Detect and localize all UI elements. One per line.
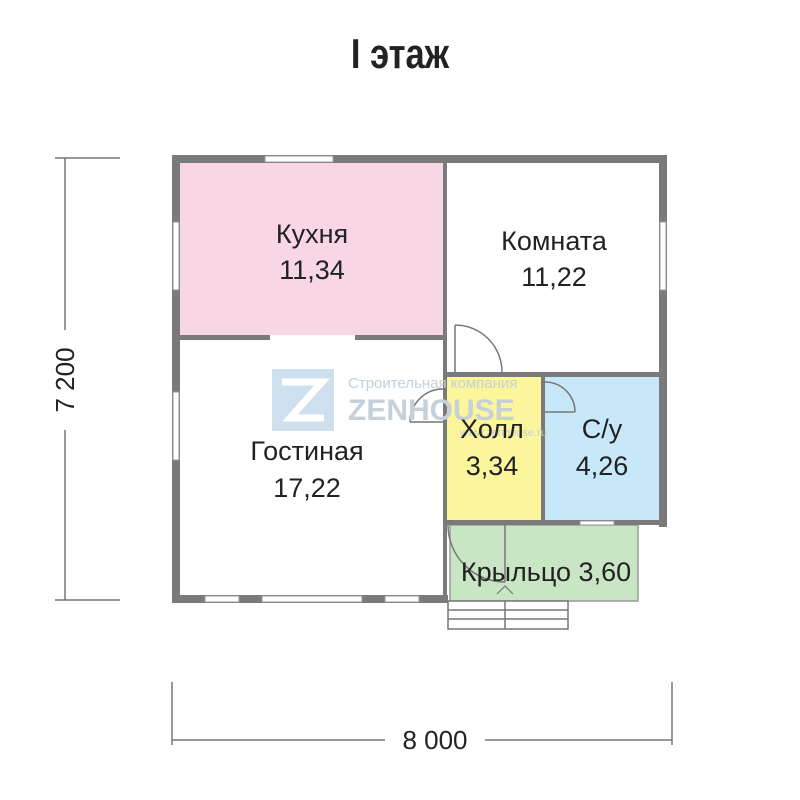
- width-dimension-label: 8 000: [402, 725, 467, 755]
- bathroom-name: С/у: [582, 414, 623, 444]
- watermark-brand: ZENHOUSE: [348, 394, 515, 427]
- bathroom-area-value: 4,26: [576, 451, 629, 481]
- doors: [409, 324, 576, 583]
- bathroom-area: [545, 376, 659, 521]
- watermark: Строительная компания ZENHOUSE www.zenho…: [272, 369, 547, 439]
- hall-name: Холл: [460, 414, 524, 444]
- windows: [172, 155, 667, 603]
- kitchen-area: [180, 163, 443, 335]
- floor-title: I этаж: [350, 30, 450, 77]
- height-dimension: [55, 157, 120, 601]
- living-name: Гостиная: [250, 436, 363, 466]
- porch-name: Крыльцо: [461, 557, 571, 587]
- living-area-value: 17,22: [273, 473, 341, 503]
- z-logo-mark-icon: [282, 378, 330, 422]
- watermark-site: www.zenhouse.ru: [459, 427, 547, 439]
- porch-label: Крыльцо 3,60: [461, 557, 631, 587]
- kitchen-name: Кухня: [276, 219, 348, 249]
- porch-area-value: 3,60: [579, 557, 632, 587]
- hall-area: [447, 376, 541, 521]
- hall-area-value: 3,34: [466, 451, 519, 481]
- kitchen-area-value: 11,34: [279, 255, 345, 285]
- porch-steps: [447, 585, 569, 630]
- room-name: Комната: [501, 226, 608, 256]
- width-dimension: [171, 682, 673, 745]
- room-area-value: 11,22: [521, 262, 587, 292]
- height-dimension-label: 7 200: [50, 347, 80, 412]
- watermark-company: Строительная компания: [348, 375, 517, 392]
